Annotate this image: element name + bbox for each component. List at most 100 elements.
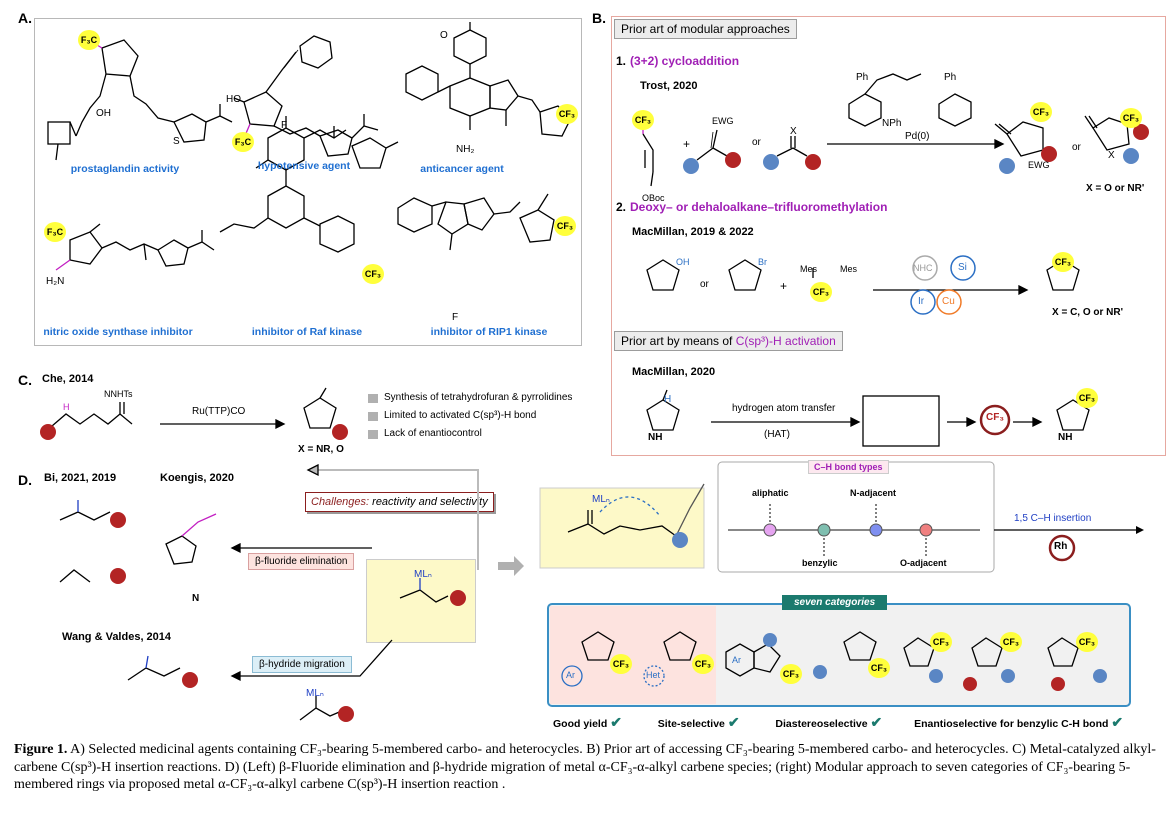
limitation-item: Lack of enantiocontrol xyxy=(384,428,482,439)
agent-label: anticancer agent xyxy=(420,163,504,175)
feature-checks: Good yield ✔ Site-selective ✔ Diastereos… xyxy=(553,714,1123,731)
ewg-label: EWG xyxy=(712,116,734,126)
check-item: Good yield ✔ xyxy=(553,714,622,730)
catalyst-label: Ru(TTP)CO xyxy=(192,406,246,417)
cf3-highlight: CF₃ xyxy=(1076,388,1098,408)
plus-sign: + xyxy=(780,279,788,293)
beta-fluoride-label: β-fluoride elimination xyxy=(248,553,355,570)
citation: MacMillan, 2020 xyxy=(632,366,716,378)
check-icon: ✔ xyxy=(727,714,740,730)
panel-b-box xyxy=(611,16,1166,456)
ewg-label: EWG xyxy=(1028,160,1050,170)
panel-c-scheme xyxy=(40,387,378,440)
panel-d-arrow xyxy=(498,461,1144,707)
atom-label: NH₂ xyxy=(456,144,475,155)
nh-label: NH xyxy=(648,432,663,443)
agent-label: inhibitor of Raf kinase xyxy=(251,326,363,338)
x-label: X xyxy=(790,126,797,137)
cf3-highlight: CF₃ xyxy=(692,654,714,674)
metal-carbene-label: MLₙ xyxy=(306,688,324,699)
cf3-highlight: CF₃ xyxy=(362,264,384,284)
panel-a-letter: A. xyxy=(18,10,32,26)
check-icon: ✔ xyxy=(1111,714,1124,730)
limitation-item: Limited to activated C(sp³)-H bond xyxy=(384,410,537,421)
cu-label: Cu xyxy=(942,296,955,307)
cf3-highlight: CF₃ xyxy=(1076,632,1098,652)
caption-text: A) Selected medicinal agents containing … xyxy=(14,742,1156,792)
check-icon: ✔ xyxy=(870,714,883,730)
ph-label: Ph xyxy=(856,72,869,83)
insertion-label: 1,5 C–H insertion xyxy=(1014,513,1092,524)
ch-type-label: benzylic xyxy=(802,558,838,568)
item-number: 1. xyxy=(616,54,627,68)
panel-d-left-scheme xyxy=(59,463,479,722)
atom-label: OH xyxy=(96,108,111,119)
panel-d-letter: D. xyxy=(18,472,32,488)
boc-label: OBoc xyxy=(642,193,665,203)
ar-label: Ar xyxy=(732,655,741,665)
check-item: Enantioselective for benzylic C-H bond ✔ xyxy=(914,714,1124,730)
x-definition: X = C, O or NR' xyxy=(1052,307,1124,318)
cf3-highlight: F₃C xyxy=(44,222,66,242)
br-label: Br xyxy=(758,257,767,267)
oh-label: OH xyxy=(676,257,690,267)
cf3-highlight: CF₃ xyxy=(632,110,654,130)
or-label: or xyxy=(752,137,761,148)
nnhts-label: NNHTs xyxy=(104,389,133,399)
beta-hydride-label: β-hydride migration xyxy=(252,656,352,673)
catalyst-label: Pd(0) xyxy=(905,131,930,142)
cf3-highlight: CF₃ xyxy=(868,658,890,678)
check-item: Diastereoselective ✔ xyxy=(775,714,883,730)
citation: Bi, 2021, 2019 xyxy=(44,472,117,484)
challenges-box: Challenges: reactivity and selectivity xyxy=(305,492,494,512)
panel-a-box xyxy=(34,18,582,346)
cf3-highlight: CF₃ xyxy=(556,104,578,124)
x-definition: X = NR, O xyxy=(298,444,344,455)
atom-label: H₂N xyxy=(46,276,65,287)
nhc-label: NHC xyxy=(913,263,933,273)
cf3-highlight: CF₃ xyxy=(1120,108,1142,128)
mes-label: Mes xyxy=(840,264,858,274)
ch-type-label: N-adjacent xyxy=(850,488,897,498)
or-label: or xyxy=(1072,142,1081,153)
seven-categories-banner: seven categories xyxy=(782,595,888,610)
hat-abbrev: (HAT) xyxy=(764,429,790,440)
si-label: Si xyxy=(958,262,967,273)
cf3-highlight: CF₃ xyxy=(554,216,576,236)
check-icon: ✔ xyxy=(610,714,622,730)
panel-b-scheme1 xyxy=(642,73,1149,187)
cf3-highlight: CF₃ xyxy=(930,632,952,652)
caption-label: Figure 1. xyxy=(14,742,68,757)
agent-label: prostaglandin activity xyxy=(70,163,180,175)
cf3-highlight: CF₃ xyxy=(810,282,832,302)
or-label: or xyxy=(700,279,709,290)
cycloaddition-title: (3+2) cycloaddition xyxy=(630,54,740,68)
cf3-highlight: CF₃ xyxy=(1000,632,1022,652)
atom-label: S xyxy=(173,136,180,147)
nh-label: NH xyxy=(1058,432,1073,443)
cf3-highlight: CF₃ xyxy=(1030,102,1052,122)
ph-label: Ph xyxy=(944,72,957,83)
panel-a-structures xyxy=(47,22,571,271)
atom-label: F xyxy=(452,312,459,323)
panel-b-scheme3 xyxy=(646,389,1090,447)
cf3-highlight: F₃C xyxy=(232,132,254,152)
trifluoromethylation-title: Deoxy– or dehaloalkane–trifluoromethylat… xyxy=(630,200,888,214)
ir-label: Ir xyxy=(918,296,925,307)
citation: MacMillan, 2019 & 2022 xyxy=(632,226,754,238)
citation: Che, 2014 xyxy=(42,373,94,385)
rh-label: Rh xyxy=(1054,541,1068,552)
plus-sign: + xyxy=(683,137,691,151)
cs-h-activation-header: Prior art by means of C(sp³)-H activatio… xyxy=(614,331,843,351)
limitation-item: Synthesis of tetrahydrofuran & pyrrolidi… xyxy=(384,392,573,403)
atom-label: F xyxy=(281,120,288,131)
cf3-highlight: CF₃ xyxy=(1052,252,1074,272)
ch-types-header: C–H bond types xyxy=(808,460,889,474)
figure-caption: Figure 1. A) Selected medicinal agents c… xyxy=(14,741,1162,794)
h-label: H xyxy=(664,394,672,405)
citation: Trost, 2020 xyxy=(640,80,698,92)
cf3-highlight: CF₃ xyxy=(610,654,632,674)
agent-label: inhibitor of RIP1 kinase xyxy=(430,326,548,338)
x-label: X xyxy=(1108,150,1115,161)
panel-b-scheme2 xyxy=(646,255,1080,315)
